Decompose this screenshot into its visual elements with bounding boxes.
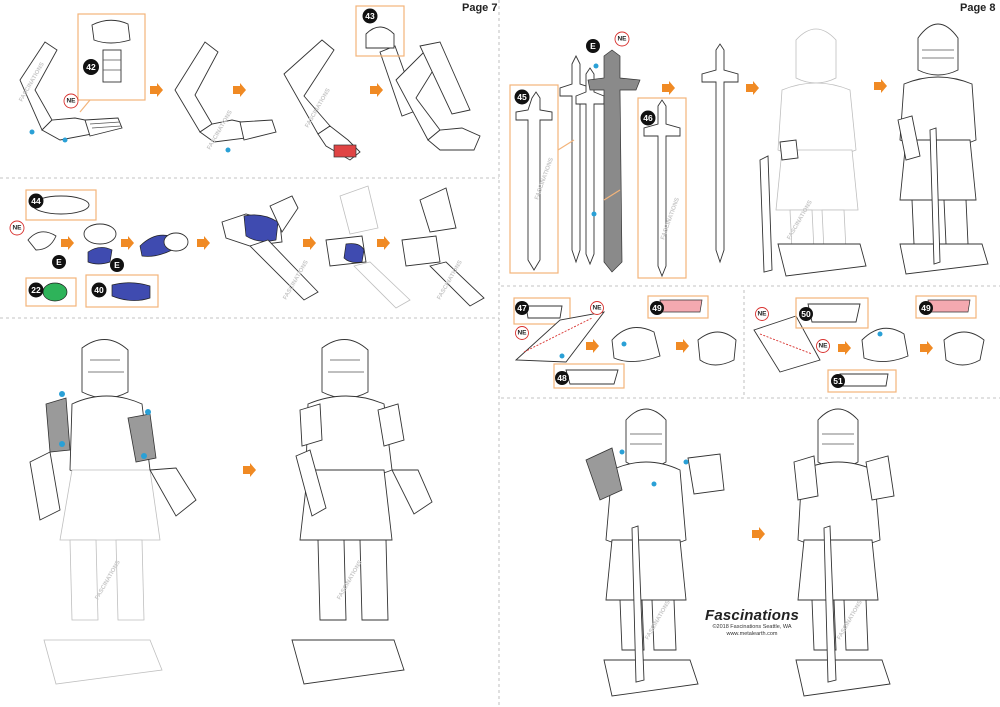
svg-text:43: 43 xyxy=(365,11,375,21)
part-number-51: 51 xyxy=(831,374,845,388)
svg-text:46: 46 xyxy=(643,113,653,123)
svg-text:E: E xyxy=(114,260,120,270)
svg-text:NE: NE xyxy=(592,305,602,312)
svg-text:45: 45 xyxy=(517,92,527,102)
svg-text:47: 47 xyxy=(517,303,527,313)
step-final-knight xyxy=(586,409,894,696)
part-number-44: 44 xyxy=(29,194,44,209)
step-arm-gauntlet xyxy=(20,6,480,160)
part-number-49-b: 49 xyxy=(919,301,933,315)
copyright-text: ©2018 Fascinations Seattle, WA xyxy=(697,624,807,631)
part-number-49: 49 xyxy=(650,301,664,315)
step-tassets xyxy=(514,296,984,392)
svg-text:NE: NE xyxy=(12,225,22,232)
svg-text:48: 48 xyxy=(557,373,567,383)
part-number-45: 45 xyxy=(515,90,530,105)
e-badge: E xyxy=(586,39,600,53)
svg-text:NE: NE xyxy=(757,311,767,318)
svg-text:44: 44 xyxy=(31,196,41,206)
svg-text:NE: NE xyxy=(617,36,627,43)
ne-badge: NE xyxy=(615,32,629,46)
svg-text:42: 42 xyxy=(86,62,96,72)
svg-text:E: E xyxy=(56,257,62,267)
svg-text:50: 50 xyxy=(801,309,811,319)
svg-text:E: E xyxy=(590,41,596,51)
svg-text:49: 49 xyxy=(652,303,662,313)
ne-badge: NE xyxy=(591,302,604,315)
part-number-22: 22 xyxy=(29,283,44,298)
step-shoulder-pauldrons xyxy=(30,339,432,684)
brand-block: Fascinations ©2018 Fascinations Seattle,… xyxy=(697,607,807,638)
part-number-50: 50 xyxy=(799,307,813,321)
part-number-43: 43 xyxy=(363,9,378,24)
ne-badge: NE xyxy=(64,94,78,108)
e-badge: E xyxy=(52,255,66,269)
svg-text:NE: NE xyxy=(517,330,527,337)
svg-text:22: 22 xyxy=(31,285,41,295)
svg-text:40: 40 xyxy=(94,285,104,295)
ne-badge: NE xyxy=(756,308,769,321)
ne-badge: NE xyxy=(516,327,529,340)
website-link[interactable]: www.metalearth.com xyxy=(697,631,807,638)
part-number-40: 40 xyxy=(92,283,107,298)
brand-logo: Fascinations xyxy=(697,607,807,624)
svg-text:51: 51 xyxy=(833,376,843,386)
e-badge: E xyxy=(110,258,124,272)
part-number-42: 42 xyxy=(83,59,99,75)
part-number-48: 48 xyxy=(555,371,569,385)
ne-badge: NE xyxy=(10,221,24,235)
step-swords xyxy=(510,24,988,278)
svg-text:NE: NE xyxy=(66,98,76,105)
svg-text:49: 49 xyxy=(921,303,931,313)
part-number-47: 47 xyxy=(515,301,529,315)
part-number-46: 46 xyxy=(641,111,656,126)
svg-text:NE: NE xyxy=(818,343,828,350)
ne-badge: NE xyxy=(817,340,830,353)
